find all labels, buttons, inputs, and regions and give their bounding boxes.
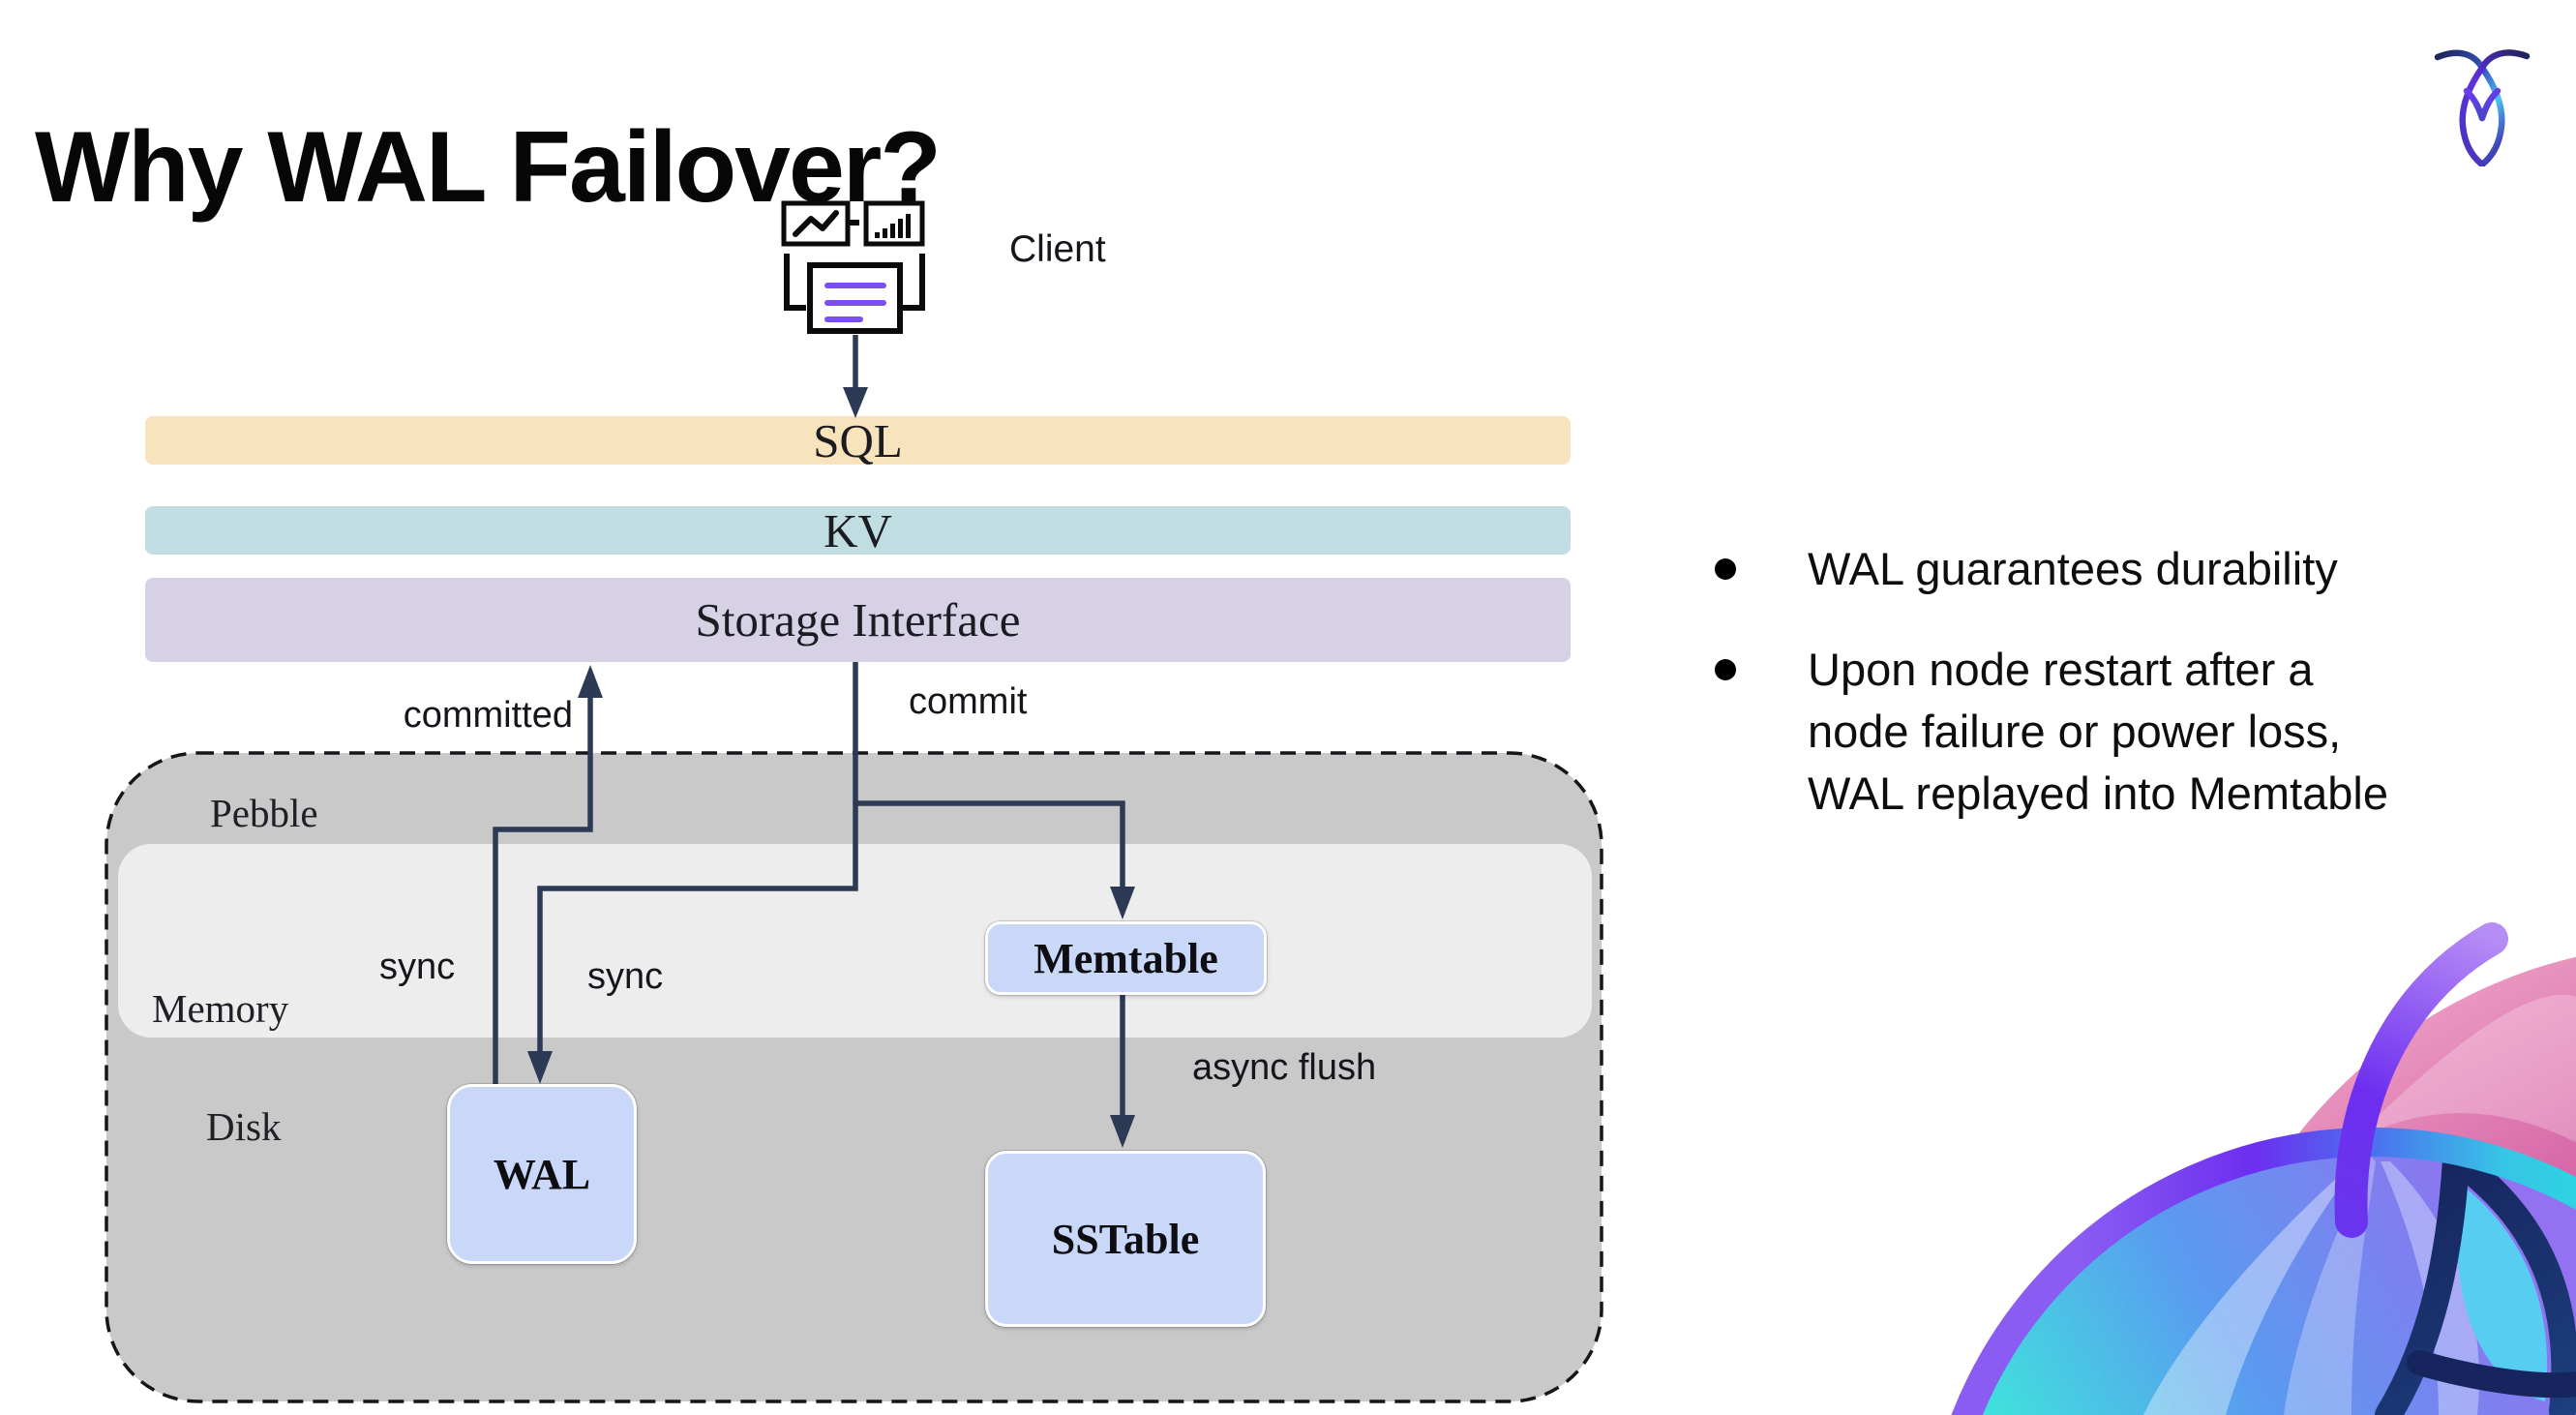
art-leaf-branch bbox=[2442, 1146, 2576, 1415]
bullet-2-line-3: WAL replayed into Memtable bbox=[1808, 768, 2388, 819]
client-label: Client bbox=[1009, 228, 1106, 270]
cockroachdb-logo-icon bbox=[2434, 49, 2531, 166]
edge-label-sync-left: sync bbox=[379, 947, 456, 987]
layer-label-kv: KV bbox=[824, 503, 892, 557]
layer-bar-kv: KV bbox=[145, 503, 1571, 557]
pebble-region-label: Pebble bbox=[210, 791, 318, 835]
bullet-dot-icon bbox=[1715, 558, 1736, 580]
arrow-heads bbox=[527, 387, 1135, 1148]
edge-committed bbox=[493, 676, 593, 1086]
memory-region bbox=[118, 844, 1592, 1038]
art-leaf-crossbar bbox=[2407, 1350, 2576, 1399]
client-bracket-right bbox=[903, 254, 925, 311]
pebble-region bbox=[105, 751, 1603, 1403]
edge-commit-memtable bbox=[855, 800, 1125, 888]
logo-branch-left bbox=[2463, 87, 2486, 122]
logo-left-body bbox=[2459, 49, 2531, 166]
client-bracket-left bbox=[784, 254, 806, 311]
node-memtable-label: Memtable bbox=[1033, 934, 1218, 982]
art-leaf-stem bbox=[2375, 1146, 2470, 1415]
list-item: WAL guarantees durability bbox=[1715, 538, 2547, 600]
bullet-list: WAL guarantees durability Upon node rest… bbox=[1715, 538, 2547, 863]
node-wal: WAL bbox=[447, 1084, 637, 1264]
node-sstable-label: SSTable bbox=[1051, 1215, 1200, 1263]
art-violet-antenna bbox=[2334, 922, 2508, 1238]
bullet-2-line-1: Upon node restart after a bbox=[1808, 644, 2314, 695]
art-pink-highlight bbox=[2351, 994, 2576, 1142]
disk-region-label: Disk bbox=[206, 1104, 282, 1149]
list-item: Upon node restart after a node failure o… bbox=[1715, 639, 2547, 825]
bullet-1-line-1: WAL guarantees durability bbox=[1808, 543, 2338, 594]
memory-region-label: Memory bbox=[152, 986, 289, 1031]
logo-right-body bbox=[2434, 49, 2505, 166]
layer-bar-storage-interface: Storage Interface bbox=[145, 578, 1571, 662]
brand-artwork bbox=[1951, 922, 2576, 1415]
node-wal-label: WAL bbox=[493, 1150, 591, 1198]
layer-label-sql: SQL bbox=[813, 413, 903, 467]
page-title: Why WAL Failover? bbox=[35, 110, 942, 224]
layer-bar-sql: SQL bbox=[145, 413, 1571, 467]
client-document-icon bbox=[807, 262, 903, 334]
edge-label-commit: commit bbox=[909, 681, 1028, 722]
bullet-dot-icon bbox=[1715, 659, 1736, 680]
bullet-2-line-2: node failure or power loss, bbox=[1808, 706, 2342, 757]
node-memtable: Memtable bbox=[985, 921, 1267, 995]
art-leaf-fill bbox=[2457, 1186, 2548, 1401]
logo-branch-right bbox=[2478, 87, 2501, 122]
layer-label-storage-interface: Storage Interface bbox=[695, 593, 1021, 647]
art-petal bbox=[2143, 1152, 2366, 1415]
node-sstable: SSTable bbox=[985, 1151, 1266, 1327]
edge-label-async-flush: async flush bbox=[1192, 1047, 1377, 1088]
edge-label-sync-right: sync bbox=[587, 956, 664, 997]
edge-label-committed: committed bbox=[403, 695, 573, 736]
